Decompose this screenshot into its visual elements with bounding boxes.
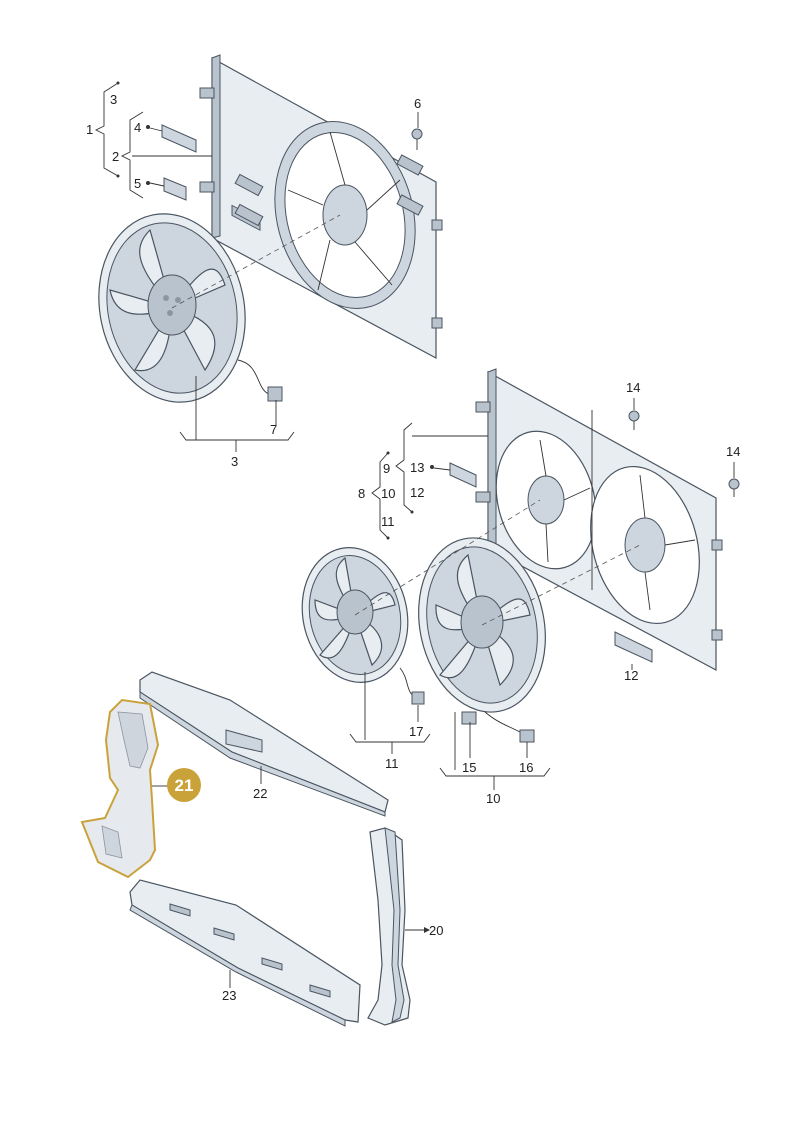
label-16: 16 [519, 760, 533, 775]
label-12-upper: 12 [410, 485, 424, 500]
label-23: 23 [222, 988, 236, 1003]
label-14-upper: 14 [626, 380, 640, 395]
label-2: 2 [112, 149, 119, 164]
label-1: 1 [86, 122, 93, 137]
label-5: 5 [134, 176, 141, 191]
label-15: 15 [462, 760, 476, 775]
label-22: 22 [253, 786, 267, 801]
bolt-part-6[interactable] [411, 128, 423, 150]
pad-part-13[interactable] [449, 462, 477, 488]
fan-small[interactable] [290, 538, 425, 705]
bolt-part-14-lower[interactable] [728, 478, 740, 497]
air-guide-part-21-highlighted[interactable] [80, 698, 160, 879]
fan-shroud-single[interactable] [199, 54, 443, 360]
label-3-top: 3 [110, 92, 117, 107]
label-20: 20 [429, 923, 443, 938]
label-11-upper: 11 [381, 514, 395, 529]
air-guide-part-23[interactable] [129, 879, 361, 1027]
label-7: 7 [270, 422, 277, 437]
label-14-lower: 14 [726, 444, 740, 459]
label-8: 8 [358, 486, 365, 501]
label-3-bottom: 3 [231, 454, 238, 469]
fan-shroud-dual[interactable] [475, 368, 723, 672]
air-guide-part-20[interactable] [367, 827, 411, 1026]
callout-labels: 3 1 2 4 5 6 7 3 9 8 10 11 12 13 14 14 12… [86, 92, 740, 1003]
label-4: 4 [134, 120, 141, 135]
pad-part-4[interactable] [161, 124, 197, 153]
label-13: 13 [410, 460, 424, 475]
label-21: 21 [175, 776, 194, 795]
air-guide-part-22[interactable] [139, 671, 389, 817]
label-9: 9 [383, 461, 390, 476]
label-17: 17 [409, 724, 423, 739]
label-10-upper: 10 [381, 486, 395, 501]
label-11-lower: 11 [385, 756, 399, 771]
pad-part-12[interactable] [614, 631, 653, 663]
leader-lines [94, 81, 735, 988]
label-12-lower: 12 [624, 668, 638, 683]
badge-21[interactable]: 21 [167, 768, 201, 802]
bolt-part-14-upper[interactable] [628, 410, 640, 430]
label-6: 6 [414, 96, 421, 111]
label-10-lower: 10 [486, 791, 500, 806]
pad-part-5[interactable] [163, 177, 187, 201]
